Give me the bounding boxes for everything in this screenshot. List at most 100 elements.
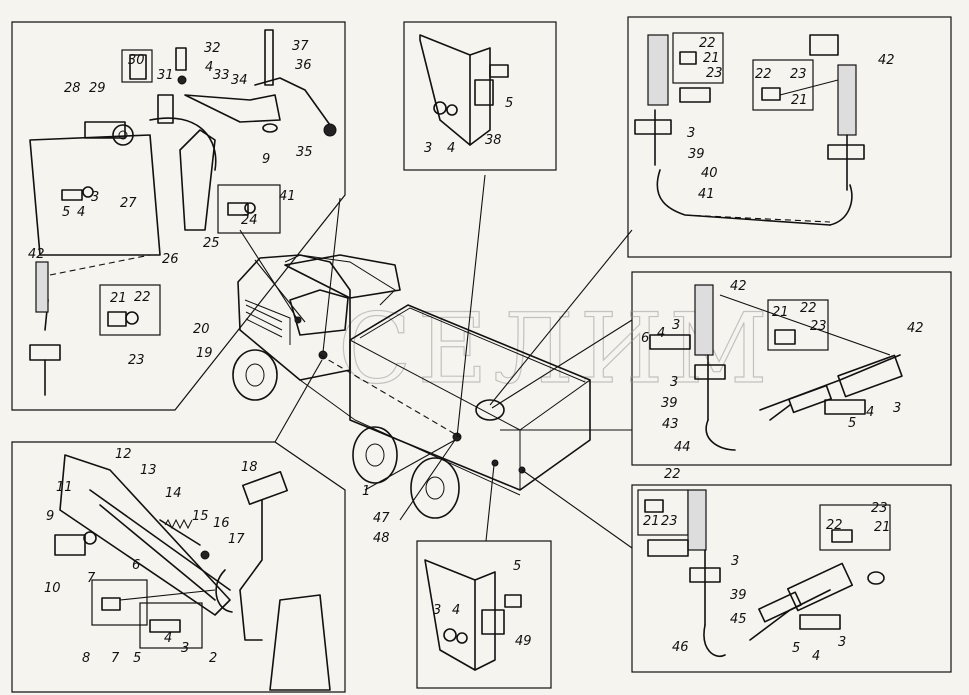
- callout-label: 3: [893, 401, 901, 416]
- callout-label: 22: [755, 67, 772, 82]
- callout-label: 5: [133, 651, 141, 666]
- callout-label: 4: [866, 405, 874, 420]
- callout-label: 34: [231, 73, 248, 88]
- callout-label: 13: [140, 463, 157, 478]
- leader-lines: [239, 174, 633, 549]
- callout-label: 21: [703, 51, 720, 66]
- callout-label: 21: [772, 305, 789, 320]
- callout-label: 8: [82, 651, 90, 666]
- callout-label: 39: [688, 147, 705, 162]
- callout-label: 23: [790, 67, 807, 82]
- callout-label: 14: [165, 486, 182, 501]
- callout-label: 4: [657, 326, 665, 341]
- panel-bottom-right-art: [637, 489, 891, 657]
- callout-label: 3: [424, 141, 432, 156]
- callout-label: 11: [56, 480, 73, 495]
- callout-label: 22: [134, 290, 151, 305]
- callout-label: 6: [641, 331, 649, 346]
- panel-top-right-frame: [627, 16, 952, 258]
- panel-bottom-left-frame: [11, 441, 346, 693]
- panel-top-mid-art: [419, 34, 509, 146]
- callout-label: 4: [77, 205, 85, 220]
- callout-label: 32: [204, 41, 221, 56]
- callout-label: 7: [111, 651, 120, 666]
- callout-label: 3: [672, 318, 680, 333]
- labels-bottom-left: 12 13 11 9 14 18 15 16 17 10 7 6 8 7 5 4…: [44, 447, 258, 666]
- callout-label: 17: [228, 532, 245, 547]
- callout-label: 25: [203, 236, 220, 251]
- labels-top-left: 30 31 32 4 33 34 37 36 28 29 27 26 25 24…: [28, 39, 313, 368]
- callout-label: 15: [192, 509, 209, 524]
- callout-label: 4: [205, 60, 213, 75]
- callout-label: 26: [162, 252, 179, 267]
- callout-label: 47: [373, 511, 390, 526]
- callout-label: 5: [792, 641, 800, 656]
- callout-label: 3: [181, 641, 189, 656]
- callout-label: 38: [485, 133, 502, 148]
- labels-top-right: 22 21 23 22 23 21 42 3 39 40 41: [687, 36, 895, 202]
- labels-mid-right: 42 21 22 23 42 6 4 3 3 39 43 44 5 4 3: [641, 279, 924, 455]
- callout-label: 21: [791, 93, 808, 108]
- callout-label: 48: [373, 531, 390, 546]
- panel-top-left-frame: [11, 21, 346, 411]
- labels-bottom-right: 22 21 23 3 39 45 46 23 22 21 5 4 3: [643, 467, 891, 664]
- callout-label: 40: [701, 166, 718, 181]
- callout-label: 21: [110, 291, 127, 306]
- callout-label: 6: [132, 558, 140, 573]
- panel-bottom-mid-frame: [416, 540, 552, 689]
- callout-label: 21: [874, 520, 891, 535]
- callout-label: 3: [731, 554, 739, 569]
- callout-label: 24: [241, 213, 258, 228]
- callout-label: 19: [196, 346, 213, 361]
- callout-label: 29: [89, 81, 106, 96]
- callout-label: 41: [698, 187, 715, 202]
- callout-label: 46: [672, 640, 689, 655]
- panel-top-left-art: [29, 29, 337, 396]
- callout-label: 9: [46, 509, 54, 524]
- callout-label: 16: [213, 516, 230, 531]
- callout-label: 28: [64, 81, 81, 96]
- callout-label: 22: [800, 301, 817, 316]
- callout-label: 49: [515, 634, 532, 649]
- callout-label: 23: [871, 501, 888, 516]
- callout-label: 9: [262, 152, 270, 167]
- labels-top-mid: 5 3 4 38: [424, 96, 513, 156]
- callout-label: 5: [505, 96, 513, 111]
- callout-label: 41: [279, 189, 296, 204]
- callout-label: 22: [664, 467, 681, 482]
- callout-label: 2: [209, 651, 217, 666]
- labels-truck: 20 19 1 47 48: [193, 322, 390, 546]
- callout-label: 21: [643, 514, 660, 529]
- callout-label: 23: [706, 66, 723, 81]
- callout-label: 33: [213, 68, 230, 83]
- callout-label: 36: [295, 58, 312, 73]
- panel-mid-right-frame: [631, 271, 952, 466]
- panel-bottom-left-art: [54, 454, 331, 691]
- panel-bottom-right-frame: [631, 484, 952, 673]
- callout-label: 37: [292, 39, 309, 54]
- truck-illustration: [232, 254, 591, 519]
- callout-label: 35: [296, 145, 313, 160]
- callout-label: 27: [120, 196, 137, 211]
- panel-top-right-art: [634, 32, 865, 226]
- callout-label: 4: [447, 141, 455, 156]
- callout-label: 22: [699, 36, 716, 51]
- callout-label: 42: [907, 321, 924, 336]
- callout-label: 20: [193, 322, 210, 337]
- panel-bottom-mid-art: [424, 559, 522, 671]
- callout-label: 3: [838, 635, 846, 650]
- callout-label: 23: [661, 514, 678, 529]
- callout-label: 3: [433, 603, 441, 618]
- callout-label: 12: [115, 447, 132, 462]
- callout-label: 42: [28, 247, 45, 262]
- panel-mid-right-art: [649, 284, 903, 451]
- callout-label: 3: [91, 190, 99, 205]
- callout-label: 7: [87, 571, 96, 586]
- callout-label: 4: [452, 603, 460, 618]
- callout-label: 42: [730, 279, 747, 294]
- callout-label: 5: [848, 416, 856, 431]
- callout-label: 3: [670, 375, 678, 390]
- labels-bottom-mid: 5 3 4 49: [433, 559, 532, 649]
- callout-label: 4: [812, 649, 820, 664]
